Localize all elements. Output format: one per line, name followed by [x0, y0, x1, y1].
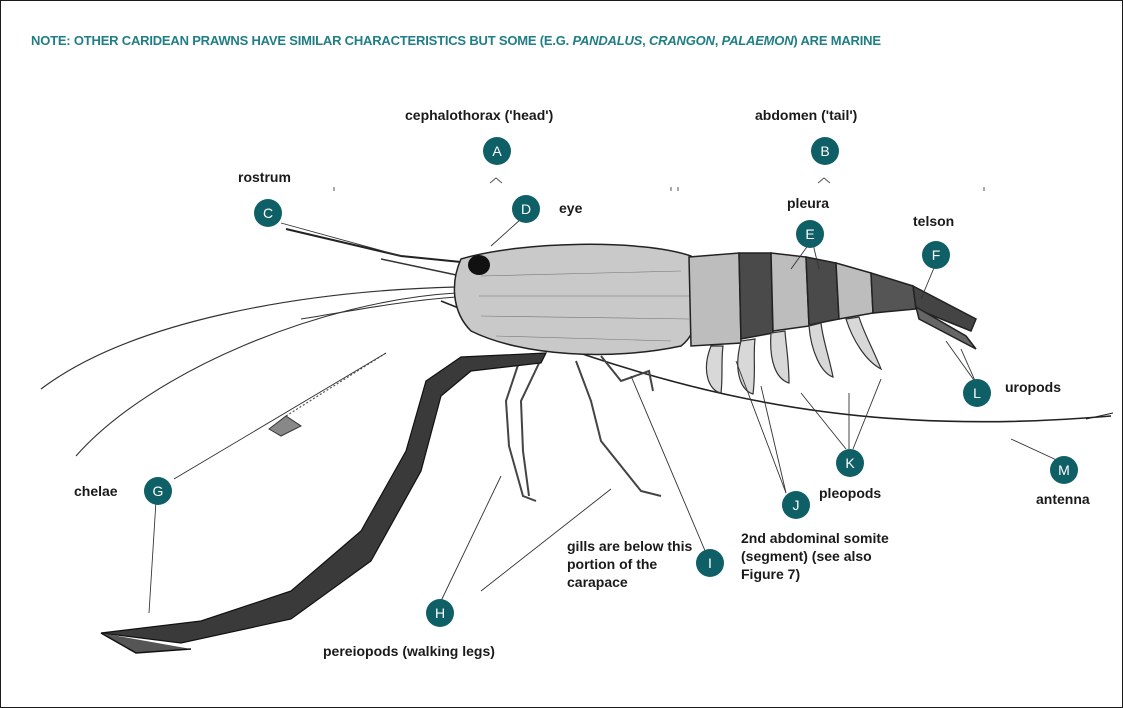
- label-antenna: antenna: [1036, 491, 1090, 508]
- marker-d: D: [512, 195, 540, 223]
- eye-shape: [468, 255, 490, 275]
- marker-c: C: [254, 199, 282, 227]
- label-chelae: chelae: [74, 483, 118, 500]
- marker-f: F: [922, 241, 950, 269]
- carapace: [454, 244, 699, 354]
- marker-h: H: [426, 599, 454, 627]
- marker-i: I: [696, 549, 724, 577]
- marker-b: B: [811, 137, 839, 165]
- label-second-abdominal-somite: 2nd abdominal somite (segment) (see also…: [741, 529, 916, 583]
- label-cephalothorax: cephalothorax ('head'): [405, 107, 553, 124]
- section-markers: [334, 178, 984, 191]
- marker-k: K: [836, 449, 864, 477]
- label-rostrum: rostrum: [238, 169, 291, 186]
- antennule-2: [76, 293, 456, 456]
- label-pleura: pleura: [787, 195, 829, 212]
- marker-j: J: [782, 491, 810, 519]
- label-pleopods: pleopods: [819, 485, 881, 502]
- antennule-1: [41, 287, 456, 389]
- marker-l: L: [963, 379, 991, 407]
- marker-a: A: [483, 137, 511, 165]
- marker-e: E: [796, 220, 824, 248]
- label-uropods: uropods: [1005, 379, 1061, 396]
- label-pereiopods: pereiopods (walking legs): [323, 643, 495, 660]
- label-telson: telson: [913, 213, 954, 230]
- marker-g: G: [144, 477, 172, 505]
- label-abdomen: abdomen ('tail'): [755, 107, 857, 124]
- marker-m: M: [1050, 456, 1078, 484]
- rostrum-spine: [286, 229, 471, 263]
- walking-legs: [506, 356, 661, 501]
- label-eye: eye: [559, 200, 582, 217]
- label-gills: gills are below this portion of the cara…: [567, 537, 693, 591]
